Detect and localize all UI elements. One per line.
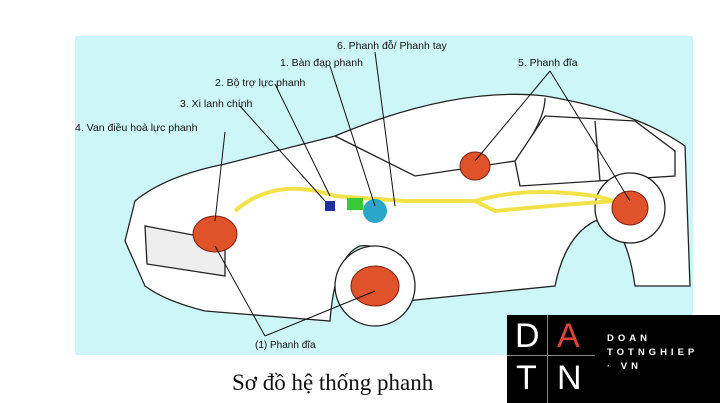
logo-line1: DOAN xyxy=(607,333,651,344)
logo-line3: · VN xyxy=(607,361,642,372)
booster xyxy=(363,199,387,223)
leader-line-master-cylinder xyxy=(239,105,326,202)
valve xyxy=(325,201,335,211)
leader-line-brake-pedal xyxy=(329,65,376,207)
label-proportioning-valve: 4. Van điều hoà lực phanh xyxy=(75,122,198,134)
label-parking-brake: 6. Phanh đỗ/ Phanh tay xyxy=(337,40,447,52)
leader-line-disc-brake-rear xyxy=(474,70,631,202)
disc-rear-right xyxy=(611,190,649,226)
logo-t: T xyxy=(516,359,537,397)
leader-line-proportioning-valve xyxy=(214,131,226,222)
label-disc-brake-rear: 5. Phanh đĩa xyxy=(518,57,578,69)
logo-n: N xyxy=(557,359,582,397)
disc-front-right xyxy=(350,265,400,307)
leader-line-brake-booster xyxy=(274,83,331,197)
label-master-cylinder: 3. Xi lanh chính xyxy=(180,98,253,110)
logo-d: D xyxy=(515,317,540,355)
car-drawing xyxy=(124,51,691,337)
caption: Sơ đồ hệ thống phanh xyxy=(232,370,434,395)
window-pillar xyxy=(594,120,601,182)
diagram-panel: 6. Phanh đỗ/ Phanh tay 1. Bàn đạp phanh … xyxy=(75,36,693,355)
disc-front-left xyxy=(192,215,238,253)
brake-lines xyxy=(233,186,636,214)
logo-divider-horizontal xyxy=(507,355,595,356)
label-disc-brake-front: (1) Phanh đĩa xyxy=(255,340,316,351)
side-windows xyxy=(514,115,676,187)
leader-line-disc-brake-front xyxy=(214,245,376,337)
logo: D A T N DOAN TOTNGHIEP · VN xyxy=(507,315,720,403)
logo-line2: TOTNGHIEP xyxy=(607,347,699,358)
label-brake-pedal: 1. Bàn đạp phanh xyxy=(280,57,363,69)
leader-line-parking-brake xyxy=(374,51,396,207)
logo-a-compass: A xyxy=(557,317,580,355)
logo-divider-vertical xyxy=(547,315,548,403)
disc-rear-left xyxy=(459,151,491,181)
label-brake-booster: 2. Bộ trợ lực phanh xyxy=(215,77,306,89)
master-cylinder xyxy=(347,198,363,210)
leader-lines xyxy=(214,51,631,337)
